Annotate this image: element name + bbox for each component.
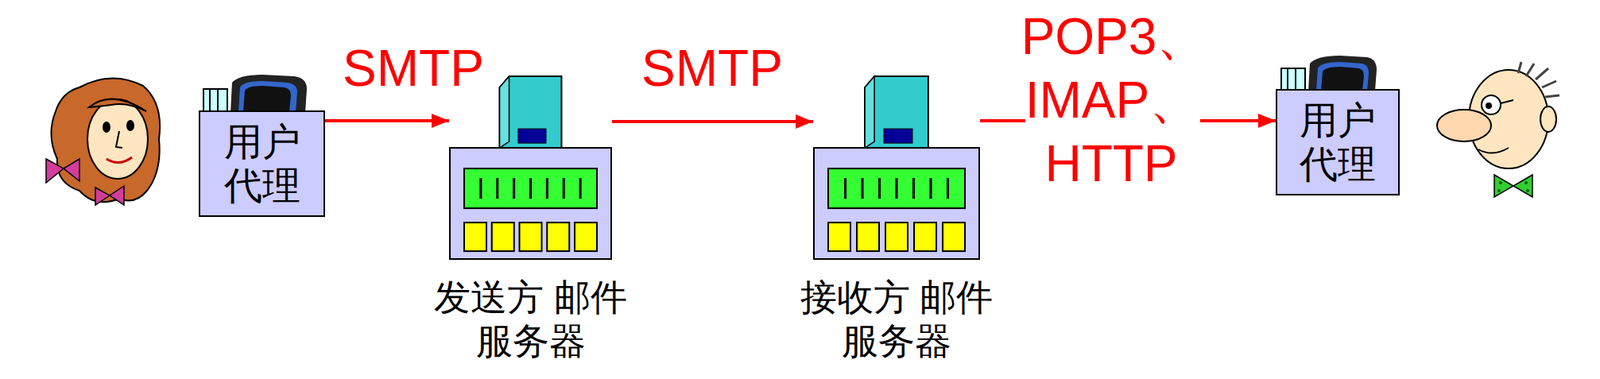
illustration-part (1485, 102, 1492, 109)
server-slot (883, 128, 913, 144)
server-tower-side (864, 76, 875, 148)
illustration-part (1308, 55, 1377, 91)
server-drive (574, 222, 597, 252)
illustration-part (1321, 66, 1364, 91)
illustration-part (1478, 147, 1509, 154)
box-label: 用户 代理 (206, 120, 318, 208)
illustration-part (1518, 61, 1560, 97)
protocol-text: SMTP (638, 39, 787, 97)
illustration-part (238, 81, 298, 112)
illustration-part (46, 158, 80, 183)
display-tick (546, 178, 549, 199)
server-shape (449, 76, 613, 260)
server-drive (492, 222, 515, 252)
display-tick (844, 178, 847, 199)
box-label: 用户 代理 (1283, 98, 1392, 186)
illustration-part (95, 185, 124, 206)
illustration-part (116, 131, 123, 148)
arrow-connector (325, 119, 450, 123)
server-display (464, 168, 597, 209)
display-tick (562, 178, 566, 199)
illustration-part (87, 99, 148, 179)
illustration-part (1526, 189, 1530, 193)
protocol-label: POP3、 IMAP、 HTTP (1005, 4, 1221, 196)
server-drive (856, 222, 880, 252)
display-tick (479, 178, 482, 199)
illustration-part (1316, 61, 1369, 91)
server-tower (864, 76, 929, 148)
server-shape (813, 76, 981, 260)
protocol-label: SMTP (616, 36, 808, 101)
illustration-part (230, 74, 307, 113)
illustration-part (243, 85, 291, 112)
server-drive (942, 222, 965, 252)
illustration-part (126, 120, 135, 132)
receiver-person (1437, 61, 1560, 198)
mail-server: 发送方 邮件服务器 (449, 76, 613, 260)
illustration-part (1500, 100, 1514, 104)
sender-person (46, 77, 160, 206)
display-tick (912, 178, 915, 199)
server-drive (464, 222, 487, 252)
server-tower-side (499, 76, 510, 148)
display-tick (512, 178, 516, 199)
server-body (813, 147, 980, 260)
display-tick (861, 178, 864, 199)
display-tick (946, 178, 950, 199)
illustration-part (1497, 189, 1501, 193)
illustration-part (1499, 181, 1503, 185)
illustration-part (1494, 174, 1533, 198)
arrow-connector (612, 120, 814, 124)
server-drive (546, 222, 570, 252)
illustration-part (1437, 109, 1492, 142)
server-tower (499, 76, 562, 148)
illustration-part (50, 77, 160, 202)
mail-server: 接收方 邮件服务器 (813, 76, 981, 260)
protocol-text: SMTP (339, 39, 488, 97)
illustration-part (102, 121, 111, 133)
illustration-part (1481, 95, 1501, 115)
illustration-part (1524, 181, 1528, 185)
computer-icon (1281, 55, 1377, 93)
server-drive (519, 222, 543, 252)
server-display (828, 168, 965, 209)
server-drive (885, 222, 908, 252)
server-label: 接收方 邮件服务器 (789, 275, 1004, 364)
protocol-label: SMTP (317, 36, 509, 101)
display-tick (529, 178, 532, 199)
illustration-part (89, 99, 147, 112)
server-drive (914, 222, 937, 252)
server-body (449, 147, 612, 260)
user-agent-box: 用户 代理 (1275, 89, 1400, 196)
display-tick (878, 178, 881, 199)
user-agent-box: 用户 代理 (198, 110, 326, 217)
display-tick (929, 178, 933, 199)
server-slot (518, 128, 547, 144)
server-label: 发送方 邮件服务器 (423, 275, 639, 364)
protocol-text: POP3、 IMAP、 HTTP (1018, 7, 1209, 193)
display-tick (895, 178, 899, 199)
display-tick (579, 178, 582, 199)
display-tick (495, 178, 499, 199)
illustration-part (1540, 106, 1557, 132)
illustration-part (106, 157, 132, 163)
server-drive (828, 222, 851, 252)
